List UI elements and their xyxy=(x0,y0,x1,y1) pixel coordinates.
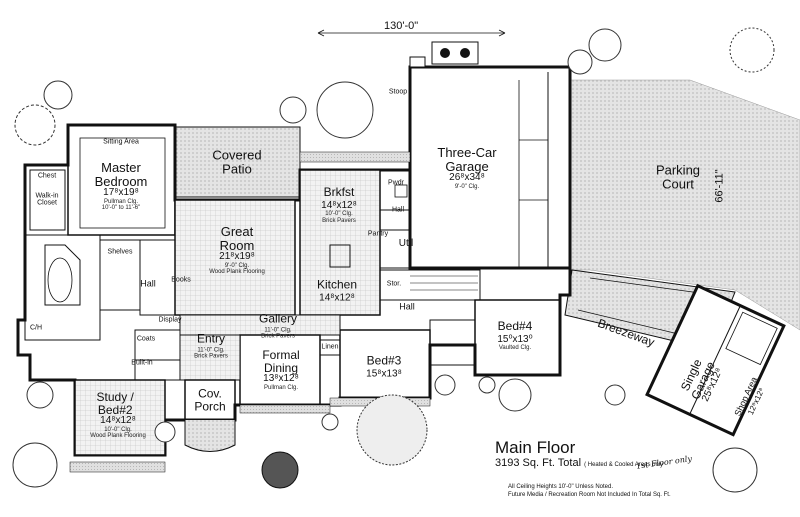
label-pantry: Pantry xyxy=(367,230,389,238)
study-name: Study / Bed#2 xyxy=(96,389,134,417)
bed4-name: Bed#4 xyxy=(497,319,533,334)
room-study: Study / Bed#2 14⁸x12⁸ 10'-0" Clg. Wood P… xyxy=(90,391,146,439)
plan-total-text: 3193 Sq. Ft. Total xyxy=(495,457,582,469)
great-room-note2: Wood Plank Flooring xyxy=(209,268,265,275)
footnote-media: Future Media / Recreation Room Not Inclu… xyxy=(508,492,671,498)
brkfst-note1: 10'-0" Clg. xyxy=(325,211,353,218)
plan-heated-note: ( Heated & Cooled Areas only xyxy=(584,462,664,468)
room-entry: Entry 11'-0" Clg. Brick Pavers xyxy=(194,330,228,359)
landscaping xyxy=(12,27,775,493)
label-coats: Coats xyxy=(136,335,156,343)
study-note1: 10'-0" Clg. xyxy=(104,426,132,433)
room-hall-top: Hall xyxy=(391,206,405,214)
room-great-room: Great Room 21⁸x19⁸ 9'-0" Clg. Wood Plank… xyxy=(207,223,267,275)
cov-porch-name: Cov. Porch xyxy=(194,386,226,413)
plan-title: Main Floor xyxy=(495,438,576,457)
label-stoop: Stoop xyxy=(388,88,408,96)
room-storage: Stor. xyxy=(386,280,402,288)
formal-dining-name: Formal Dining xyxy=(262,348,300,375)
label-ch: C/H xyxy=(29,324,43,332)
study-dim: 14⁸x12⁸ xyxy=(100,415,136,427)
master-bedroom-dim: 17⁸x19⁸ xyxy=(103,187,139,199)
room-gallery: Gallery 11'-0" Clg. Brick Pavers xyxy=(259,310,297,339)
brkfst-note2: Brick Pavers xyxy=(322,217,356,224)
great-room-dim: 21⁸x19⁸ xyxy=(219,251,255,263)
great-room-name: Great Room xyxy=(219,223,255,253)
label-books: Books xyxy=(171,276,191,284)
room-powder: Pwdr xyxy=(388,179,404,187)
bed3-dim: 15⁸x13⁸ xyxy=(366,368,402,380)
room-bed-4: Bed#4 15⁰x13⁰ Vaulted Clg. xyxy=(497,318,532,352)
garage-name: Three-Car Garage xyxy=(437,144,497,174)
room-garage: Three-Car Garage 26⁸x34⁸ 9'-0" Clg. xyxy=(427,146,507,190)
plan-total: 3193 Sq. Ft. Total ( Heated & Cooled Are… xyxy=(495,457,663,469)
room-walk-in-closet: Walk-in Closet xyxy=(35,192,59,207)
covered-patio-name: Covered Patio xyxy=(212,147,262,176)
paving-strip-mid xyxy=(239,404,331,414)
formal-dining-dim: 13⁸x12⁸ xyxy=(263,373,299,385)
formal-dining-note1: Pullman Clg. xyxy=(263,384,298,391)
garage-note1: 9'-0" Clg. xyxy=(454,183,480,190)
entry-note1: 11'-0" Clg. xyxy=(197,347,225,354)
room-bed-3: Bed#3 15⁸x13⁸ xyxy=(366,352,402,379)
gallery-name: Gallery xyxy=(258,311,298,326)
room-master-bedroom: Master Bedroom 17⁸x19⁸ Pullman Clg. 10'-… xyxy=(86,159,156,211)
bed4-dim: 15⁰x13⁰ xyxy=(497,334,533,345)
label-shelves: Shelves xyxy=(107,248,133,256)
room-kitchen: Kitchen 14⁸x12⁸ xyxy=(317,276,357,303)
overall-width: 130'-0" xyxy=(384,20,419,32)
label-built-in: Built-in xyxy=(131,359,153,367)
single-garage-structure xyxy=(645,283,786,437)
kitchen-name: Kitchen xyxy=(316,277,358,292)
paving-strip xyxy=(299,151,411,163)
covered-patio-floor xyxy=(174,126,301,198)
entry-note2: Brick Pavers xyxy=(194,353,228,360)
room-covered-patio: Covered Patio xyxy=(202,148,272,175)
garage-structure xyxy=(408,41,572,274)
garage-dim: 26⁸x34⁸ xyxy=(449,172,485,184)
room-covered-porch: Cov. Porch xyxy=(190,387,230,412)
label-linen: Linen xyxy=(321,343,339,351)
label-display: Display xyxy=(158,316,182,324)
overall-depth: 66'-11" xyxy=(713,169,726,203)
bed4-note1: Vaulted Clg. xyxy=(498,345,532,352)
room-utility: Util xyxy=(398,237,414,249)
bed3-name: Bed#3 xyxy=(366,353,402,368)
study-note2: Wood Plank Flooring xyxy=(90,432,146,439)
great-room-note1: 9'-0" Clg. xyxy=(224,262,250,269)
entry-name: Entry xyxy=(196,331,225,346)
parking-court-name: Parking Court xyxy=(655,162,701,191)
brkfst-dim: 14⁸x12⁸ xyxy=(321,199,357,211)
room-sitting-area: Sitting Area xyxy=(103,138,139,146)
master-bedroom-note1: Pullman Clg. xyxy=(103,198,138,205)
room-formal-dining: Formal Dining 13⁸x12⁸ Pullman Clg. xyxy=(251,349,311,391)
brkfst-name: Brkfst xyxy=(323,185,355,200)
room-parking-court: Parking Court xyxy=(648,163,708,190)
room-hall-mid: Hall xyxy=(399,301,415,312)
paving-strip-bottom xyxy=(69,461,166,473)
gallery-note1: 11'-0" Clg. xyxy=(264,327,292,334)
room-hall-left: Hall xyxy=(140,278,156,289)
room-breakfast: Brkfst 14⁸x12⁸ 10'-0" Clg. Brick Pavers xyxy=(321,184,357,224)
label-chest: Chest xyxy=(37,172,57,180)
master-bedroom-name: Master Bedroom xyxy=(94,159,148,189)
kitchen-dim: 14⁸x12⁸ xyxy=(319,292,355,304)
footnote-ceiling: All Ceiling Heights 10'-0" Unless Noted. xyxy=(508,484,613,490)
gallery-note2: Brick Pavers xyxy=(261,333,295,340)
master-bedroom-note2: 10'-0" to 11'-6" xyxy=(101,204,141,211)
